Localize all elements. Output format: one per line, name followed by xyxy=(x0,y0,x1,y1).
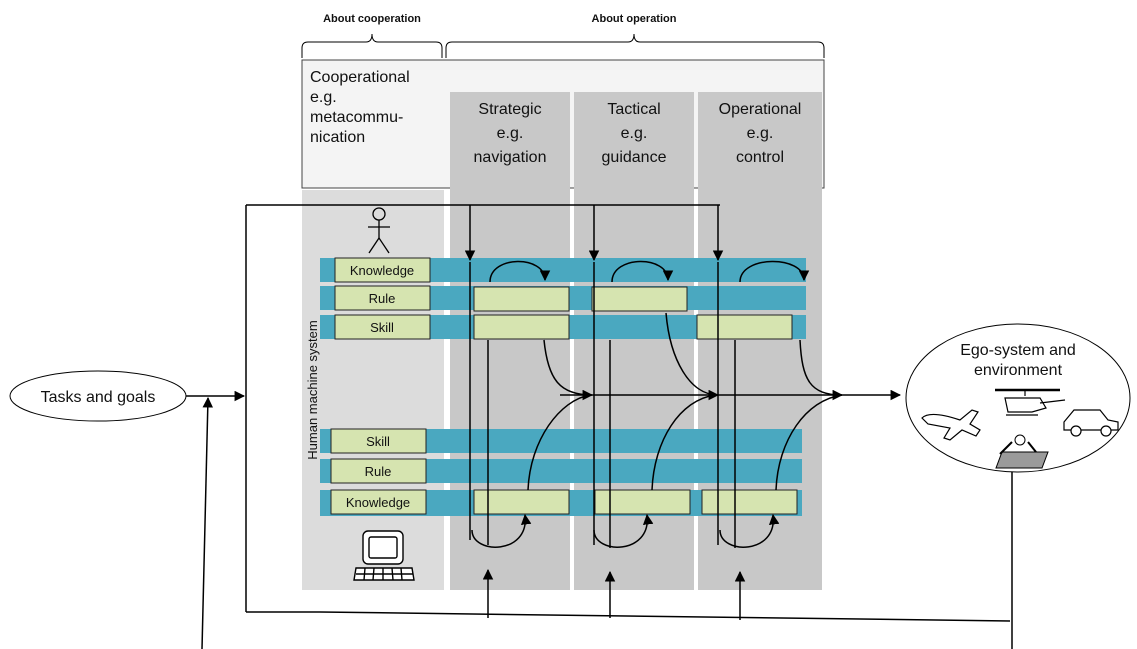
operational-title: Operational xyxy=(719,101,802,118)
tactical-eg: e.g. xyxy=(621,125,648,142)
machine-knowledge-label: Knowledge xyxy=(346,495,410,510)
ego-system-label-2: environment xyxy=(974,362,1063,379)
strategic-title: Strategic xyxy=(478,101,541,118)
cooperational-eg: e.g. xyxy=(310,89,337,106)
airplane-icon xyxy=(921,409,981,441)
cooperational-desc-1: metacommu- xyxy=(310,109,403,126)
flow-lines xyxy=(186,204,1013,649)
stick-figure-icon xyxy=(368,207,390,254)
tactical-machine-knowledge-box xyxy=(594,489,691,515)
human-rule-box xyxy=(334,285,431,311)
machine-rule-box xyxy=(330,458,427,484)
helicopter-icon xyxy=(995,388,1066,416)
machine-skill-box xyxy=(330,428,427,454)
operation-brace xyxy=(445,33,825,58)
machine-skill-label: Skill xyxy=(366,434,390,449)
about-cooperation-label: About cooperation xyxy=(323,13,421,25)
cooperational-title: Cooperational xyxy=(310,69,410,86)
operational-eg: e.g. xyxy=(747,125,774,142)
machine-rule-label: Rule xyxy=(365,464,392,479)
about-operation-label: About operation xyxy=(592,13,677,25)
computer-icon xyxy=(353,530,415,581)
cooperational-desc-2: nication xyxy=(310,129,365,146)
machine-knowledge-box xyxy=(330,489,427,515)
cooperation-brace xyxy=(301,33,443,58)
tactical-human-rule-box xyxy=(591,286,688,312)
human-knowledge-box xyxy=(334,257,431,283)
ego-system-label-1: Ego-system and xyxy=(960,342,1076,359)
human-skill-box xyxy=(334,314,431,340)
strategic-desc: navigation xyxy=(474,149,547,166)
human-rule-label: Rule xyxy=(369,291,396,306)
tasks-goals-label: Tasks and goals xyxy=(41,389,156,406)
strategic-eg: e.g. xyxy=(497,125,524,142)
operational-desc: control xyxy=(736,149,784,166)
human-skill-label: Skill xyxy=(370,320,394,335)
car-icon xyxy=(1063,409,1119,437)
tactical-title: Tactical xyxy=(607,101,660,118)
strategic-machine-knowledge-box xyxy=(473,489,570,515)
tactical-desc: guidance xyxy=(602,149,667,166)
operational-machine-knowledge-box xyxy=(701,489,798,515)
operational-human-skill-box xyxy=(696,314,793,340)
cooperation-panel xyxy=(302,190,444,590)
strategic-human-skill-box xyxy=(473,314,570,340)
robot-icon xyxy=(995,434,1049,469)
strategic-human-rule-box xyxy=(473,286,570,312)
human-machine-system-label: Human machine system xyxy=(305,320,320,459)
human-knowledge-label: Knowledge xyxy=(350,263,414,278)
